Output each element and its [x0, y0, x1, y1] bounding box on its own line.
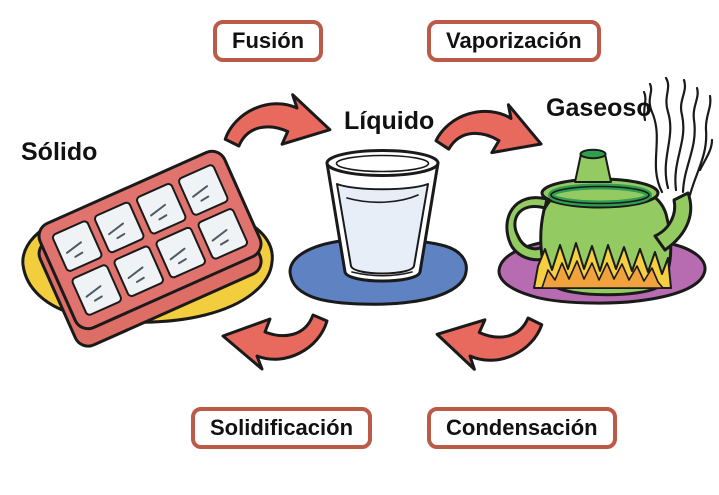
process-box-solidification: Solidificación — [191, 407, 373, 450]
teapot-spout — [653, 191, 693, 252]
process-box-condensation: Condensación — [427, 407, 617, 450]
teapot-with-steam-icon — [505, 148, 693, 297]
arrow-fusion-icon — [223, 89, 334, 153]
fire-icon — [533, 242, 672, 289]
process-box-fusion: Fusión — [213, 20, 324, 63]
arrow-solidification-icon — [221, 313, 329, 371]
water-glass-icon — [325, 149, 440, 283]
ice-cubes — [51, 164, 249, 316]
arrow-condensation-icon — [433, 311, 544, 375]
state-label-gas: Gaseoso — [546, 94, 652, 122]
state-label-solid: Sólido — [21, 138, 98, 166]
state-label-liquid: Líquido — [344, 107, 435, 135]
process-box-vaporization: Vaporización — [427, 20, 601, 63]
arrow-vaporization-icon — [433, 91, 549, 167]
steam-icon — [642, 76, 714, 197]
ice-cube-tray-icon — [37, 149, 263, 348]
